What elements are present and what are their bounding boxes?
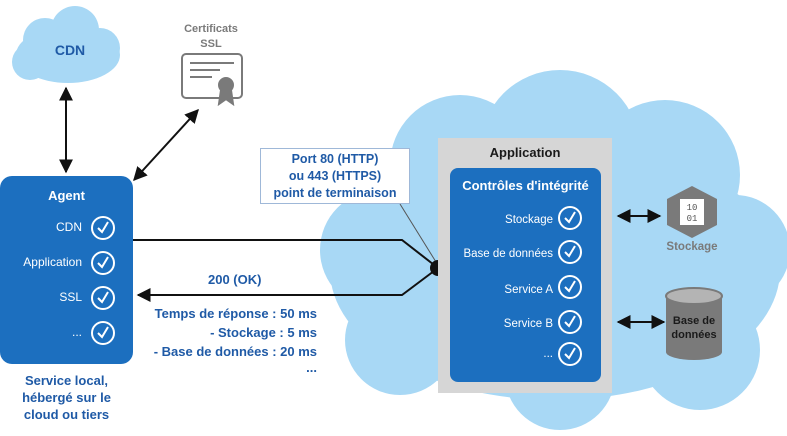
- endpoint-label: Port 80 (HTTP) ou 443 (HTTPS) point de t…: [260, 148, 410, 204]
- app-check-label-service-b: Service B: [503, 318, 553, 330]
- timing-database: - Base de données : 20 ms: [153, 344, 317, 359]
- check-icon: [558, 310, 582, 334]
- agent-check-label-ssl: SSL: [59, 290, 82, 304]
- svg-text:01: 01: [687, 214, 698, 224]
- check-icon: [558, 240, 582, 264]
- storage-label: Stockage: [666, 241, 718, 253]
- application-title: Application: [489, 145, 561, 160]
- app-check-label-database: Base de données: [463, 248, 553, 260]
- certificate-label: Certificats SSL: [184, 23, 238, 50]
- app-check-label-more: ...: [543, 348, 553, 360]
- check-icon: [558, 342, 582, 366]
- check-icon: [91, 216, 115, 240]
- agent-caption: Service local, hébergé sur le cloud ou t…: [22, 373, 111, 422]
- health-checks-heading: Contrôles d'intégrité: [462, 178, 589, 193]
- check-icon: [91, 251, 115, 275]
- cdn-label: CDN: [54, 42, 86, 58]
- agent-title: Agent: [48, 188, 85, 203]
- app-check-label-service-a: Service A: [504, 284, 553, 296]
- check-icon: [91, 321, 115, 345]
- check-icon: [91, 286, 115, 310]
- timing-storage: - Stockage : 5 ms: [210, 325, 317, 340]
- response-status: 200 (OK): [208, 272, 262, 287]
- agent-check-label-cdn: CDN: [56, 220, 82, 234]
- cdn-cloud-icon: [12, 6, 120, 83]
- database-label: Base de données: [671, 315, 717, 341]
- svg-text:10: 10: [687, 203, 698, 213]
- agent-check-label-more: ...: [71, 325, 82, 339]
- check-icon: [558, 275, 582, 299]
- request-line: [133, 239, 439, 269]
- response-line: [136, 267, 439, 302]
- timing-more: ...: [306, 360, 317, 375]
- arrow-cert-agent: [133, 108, 199, 182]
- app-check-label-storage: Stockage: [505, 214, 553, 226]
- endpoint-pointer: [399, 203, 437, 263]
- database-icon: [665, 287, 723, 360]
- agent-check-label-application: Application: [23, 255, 82, 269]
- timing-response: Temps de réponse : 50 ms: [154, 306, 317, 321]
- check-icon: [558, 206, 582, 230]
- storage-icon: 10 01: [667, 186, 717, 238]
- certificate-icon: [181, 53, 243, 107]
